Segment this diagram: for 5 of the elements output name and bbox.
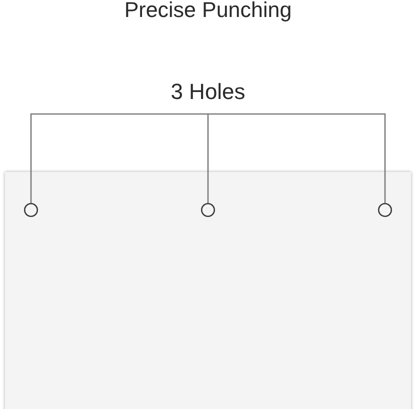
leader-line — [208, 113, 386, 203]
leader-line — [207, 113, 209, 203]
leader-line — [30, 113, 208, 203]
callout-label: 3 Holes — [170, 79, 246, 114]
diagram-title: Precise Punching — [124, 0, 292, 23]
